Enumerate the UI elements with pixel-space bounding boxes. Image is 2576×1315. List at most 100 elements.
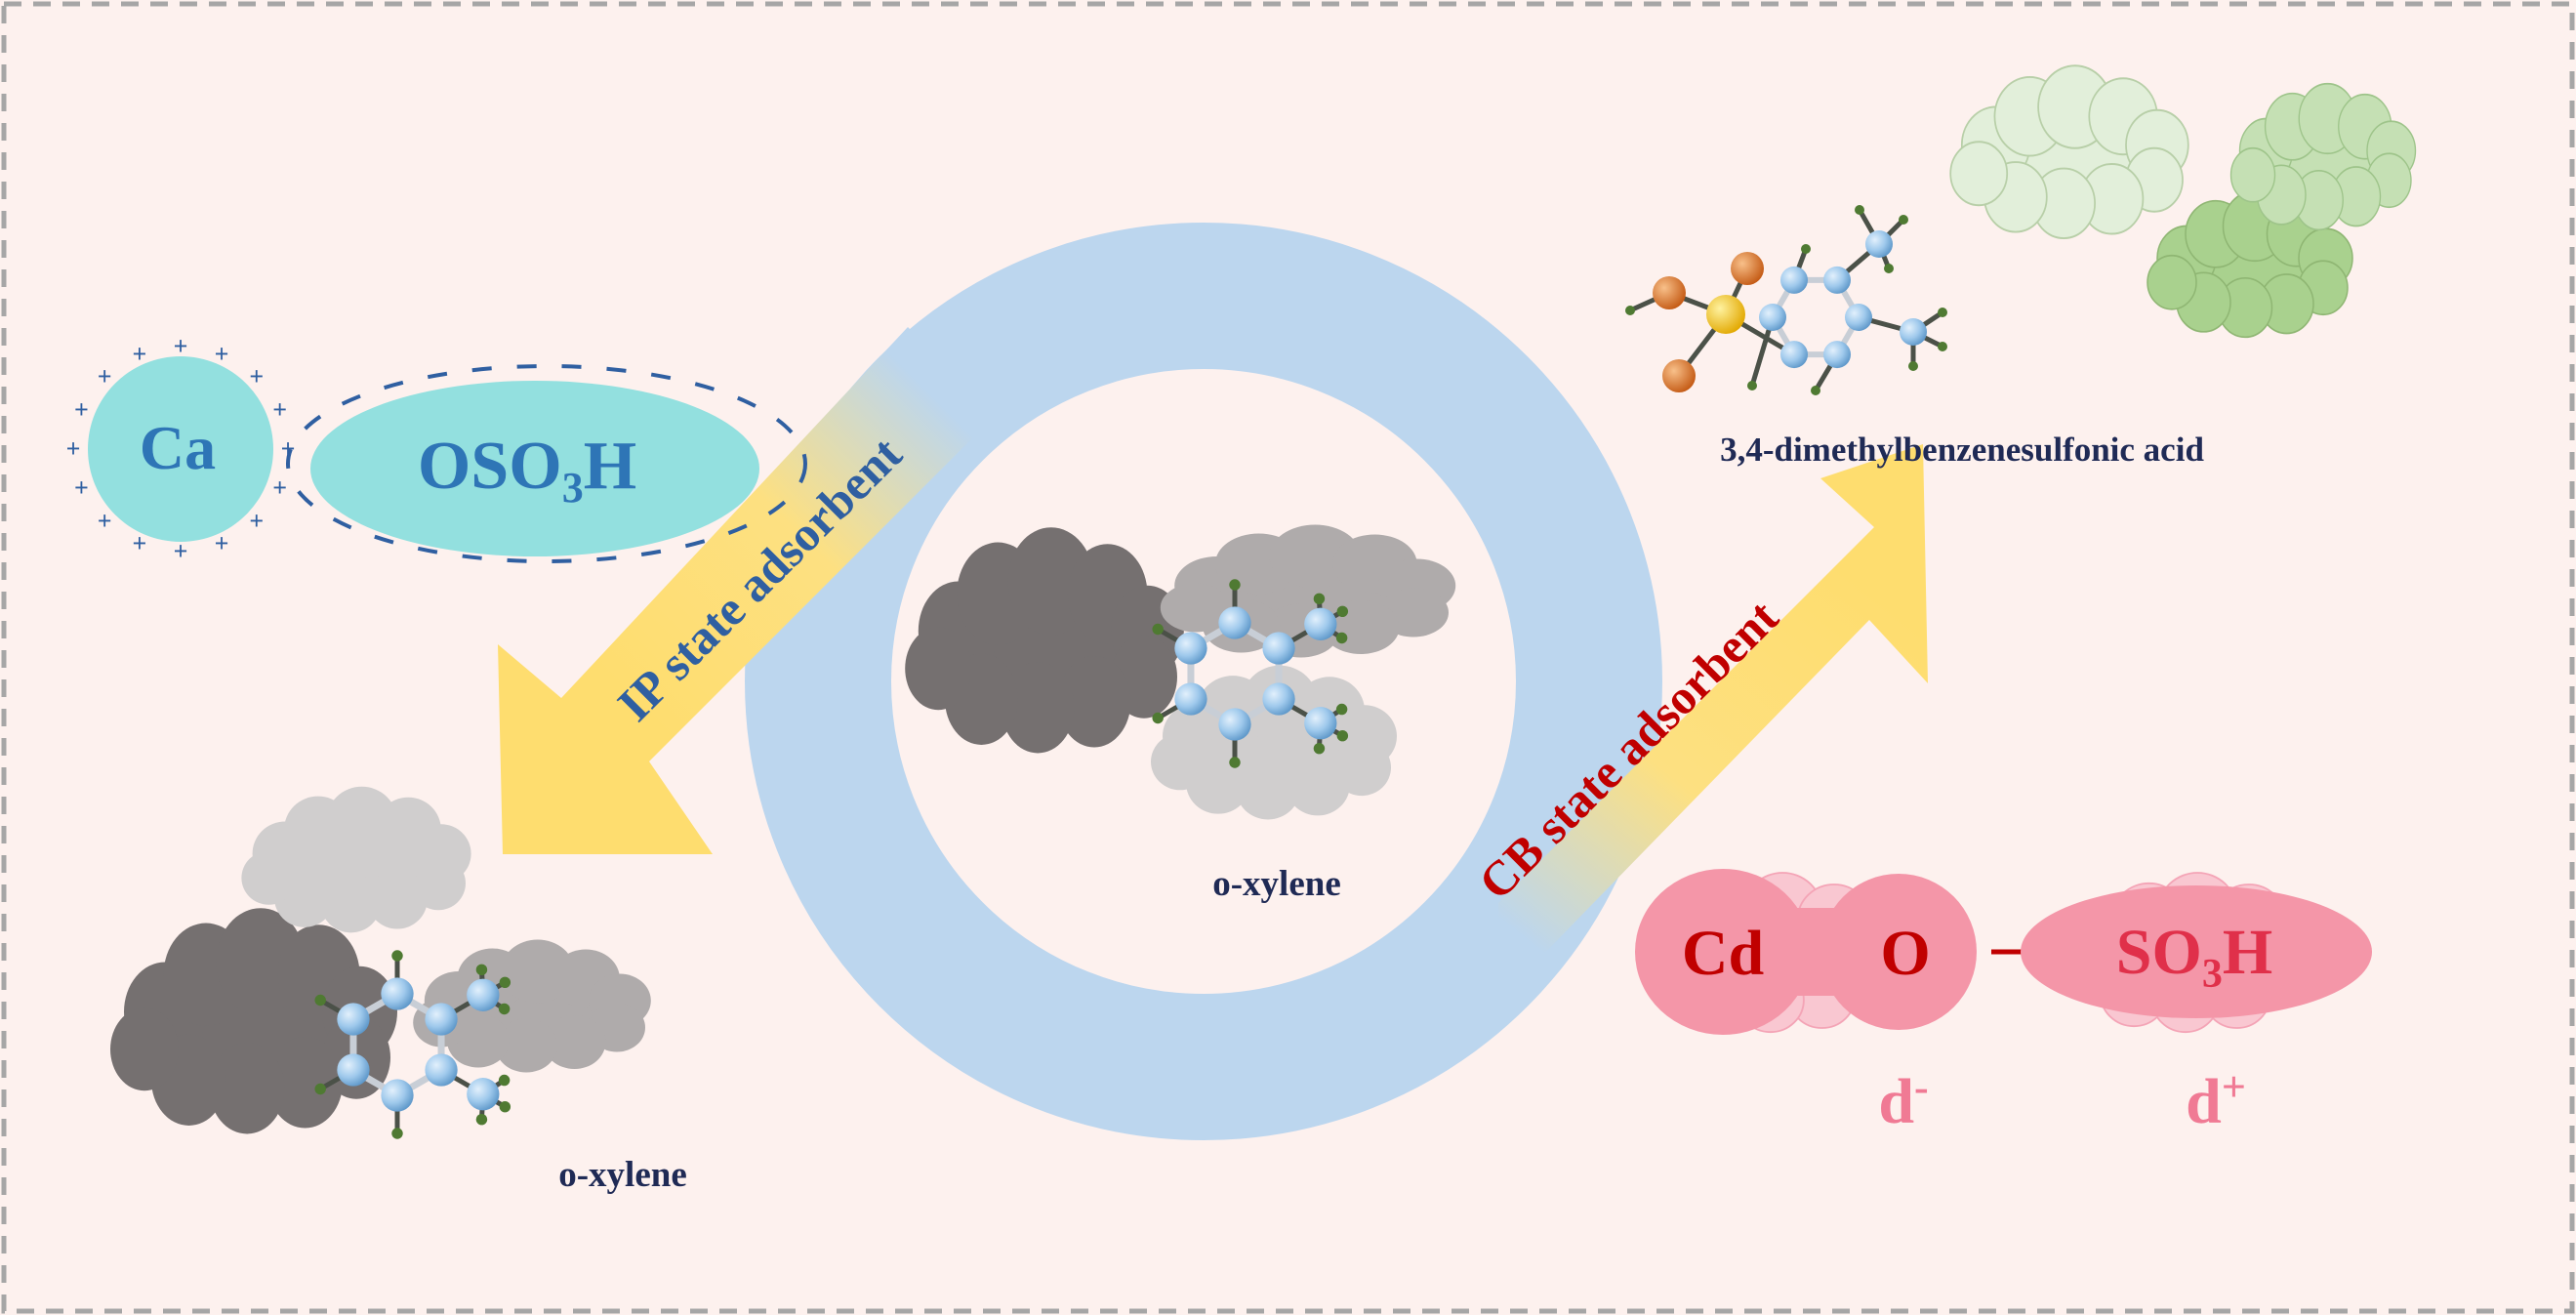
hydrogen-atom: [1625, 306, 1635, 315]
hydrogen-atom: [1801, 244, 1811, 254]
carbon-atom: [425, 1053, 458, 1087]
carbon-atom: [467, 1078, 500, 1111]
cd-label: Cd: [1682, 918, 1764, 989]
so3h-group: [2021, 885, 2372, 1018]
carbon-atom: [381, 1079, 414, 1112]
carbon-atom: [1759, 304, 1786, 331]
plus-sign: +: [98, 362, 112, 390]
oso3h-anion: [310, 381, 759, 556]
oxygen-atom: [1731, 252, 1764, 285]
hydrogen-atom: [314, 1083, 326, 1095]
hydrogen-atom: [1152, 712, 1164, 724]
delta-plus-label: d+: [2186, 1063, 2246, 1137]
hydrogen-atom: [498, 1074, 511, 1087]
carbon-atom: [425, 1003, 458, 1036]
hydrogen-atom: [499, 976, 511, 989]
cycle-ring: [745, 223, 1662, 1140]
plus-sign: +: [281, 434, 296, 463]
hydrogen-atom: [391, 1128, 403, 1139]
hydrogen-atom: [1229, 757, 1241, 768]
hydrogen-atom: [1336, 605, 1349, 618]
oxygen-atom: [1653, 276, 1686, 309]
hydrogen-atom: [498, 1003, 511, 1015]
oxygen-atom: [1662, 359, 1696, 392]
plus-sign: +: [215, 340, 229, 368]
plus-sign: +: [74, 473, 89, 502]
plus-sign: +: [74, 395, 89, 424]
hydrogen-atom: [314, 994, 326, 1007]
ca-label: Ca: [140, 413, 216, 482]
so3h-label: SO3H: [2116, 917, 2272, 997]
plus-sign: +: [174, 332, 188, 360]
o-xylene-molecule-center: [1152, 579, 1349, 768]
plus-sign: +: [132, 340, 146, 368]
plus-sign: +: [249, 507, 264, 535]
carbon-atom: [337, 1053, 370, 1087]
center-xylene-group: o-xylene: [905, 524, 1456, 904]
hydrogen-atom: [1335, 632, 1348, 644]
hydrogen-atom: [1908, 361, 1918, 371]
ca-oso3h-ion-pair: + + + + + + + + + + + + + + + + Ca OSO3H: [66, 332, 807, 565]
carbon-atom: [1174, 632, 1207, 665]
plus-sign: +: [215, 529, 229, 557]
plus-sign: +: [132, 529, 146, 557]
plus-sign: +: [272, 473, 287, 502]
hydrogen-atom: [1335, 703, 1348, 716]
plus-sign: +: [66, 434, 81, 463]
carbon-atom: [1218, 606, 1251, 639]
hydrogen-atom: [1855, 205, 1864, 215]
carbon-atom: [1823, 266, 1851, 294]
product-group: 3,4-dimethylbenzenesulfonic acid: [1625, 64, 2417, 469]
carbon-atom: [1304, 707, 1337, 740]
ca-cation: [88, 356, 273, 542]
bottom-left-xylene-group: o-xylene: [110, 786, 687, 1195]
carbon-atom: [1823, 341, 1851, 369]
cdo-so3h-pair: Cd O SO3H d- d+: [1635, 869, 2372, 1137]
carbon-atom: [1262, 682, 1295, 716]
hydrogen-atom: [1938, 308, 1947, 317]
sulfur-atom: [1706, 295, 1745, 334]
hydrogen-atom: [1884, 264, 1894, 273]
o-xylene-molecule-bottom-left: [314, 950, 511, 1139]
sulfonic-acid-molecule: [1625, 205, 1947, 395]
carbon-atom: [1900, 318, 1927, 346]
delta-minus-label: d-: [1878, 1063, 1928, 1137]
anion-dashed-boundary: [286, 364, 807, 563]
positive-charge-signs: + + + + + + + + + + + + + + + +: [66, 332, 296, 565]
carbon-atom: [1262, 632, 1295, 665]
hydrogen-atom: [499, 1100, 511, 1113]
carbon-atom: [1304, 607, 1337, 640]
carbon-atom: [1865, 230, 1893, 258]
carbon-atom: [1780, 341, 1808, 369]
o-xylene-label-center: o-xylene: [1212, 864, 1341, 904]
hydrogen-atom: [1336, 729, 1349, 742]
o-label: O: [1880, 918, 1930, 989]
plus-sign: +: [272, 395, 287, 424]
hydrogen-atom: [1313, 593, 1326, 605]
plus-sign: +: [249, 362, 264, 390]
carbon-atom: [1174, 682, 1207, 716]
carbon-atom: [381, 977, 414, 1010]
o-xylene-label-bottom-left: o-xylene: [558, 1155, 687, 1195]
plus-sign: +: [174, 537, 188, 565]
product-label: 3,4-dimethylbenzenesulfonic acid: [1720, 431, 2204, 469]
carbon-atom: [337, 1003, 370, 1036]
hydrogen-atom: [1811, 386, 1820, 395]
hydrogen-atom: [1899, 215, 1908, 225]
hydrogen-atom: [391, 950, 403, 962]
hydrogen-atom: [475, 964, 488, 976]
oso3h-label: OSO3H: [418, 429, 636, 512]
carbon-atom: [1218, 708, 1251, 741]
hydrogen-atom: [1313, 742, 1326, 755]
hydrogen-atom: [1229, 579, 1241, 591]
plus-sign: +: [98, 507, 112, 535]
hydrogen-atom: [1938, 342, 1947, 351]
carbon-atom: [467, 978, 500, 1011]
carbon-atom: [1845, 304, 1872, 331]
hydrogen-atom: [475, 1113, 488, 1126]
hydrogen-atom: [1152, 623, 1164, 636]
carbon-atom: [1780, 266, 1808, 294]
hydrogen-atom: [1747, 381, 1757, 390]
